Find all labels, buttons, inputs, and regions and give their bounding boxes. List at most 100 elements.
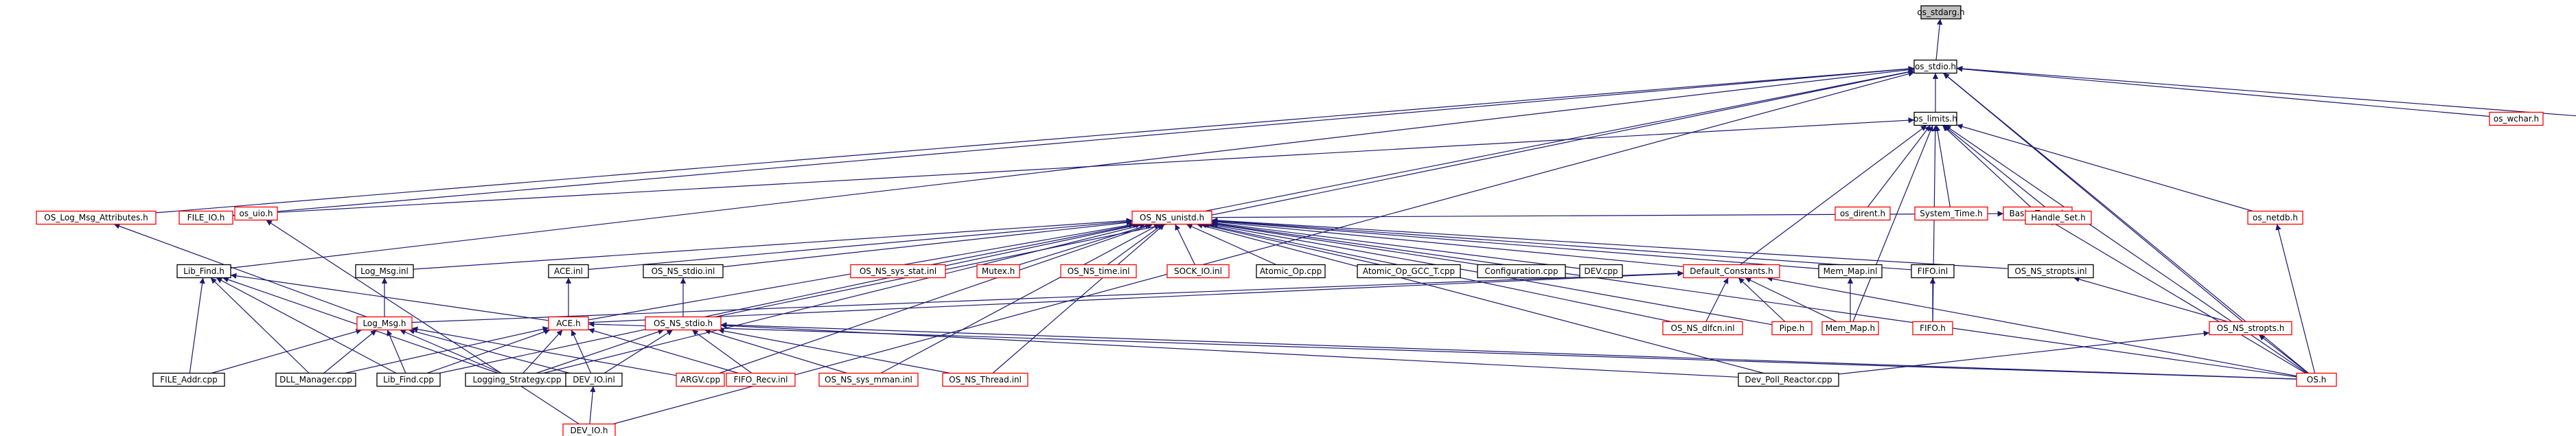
node-label: OS_NS_stdio.h	[654, 319, 713, 328]
edge-os_h-to-os_netdb	[2275, 224, 2316, 374]
node-dev-cpp[interactable]: DEV.cpp	[1579, 264, 1623, 279]
node-mem-map-inl[interactable]: Mem_Map.inl	[1818, 264, 1883, 279]
node-os-uio[interactable]: os_uio.h	[234, 206, 278, 221]
node-label: Mutex.h	[982, 266, 1015, 276]
node-label: Configuration.cpp	[1484, 266, 1558, 276]
node-os-ns-stdio-inl[interactable]: OS_NS_stdio.inl	[643, 264, 724, 279]
node-label: OS.h	[2307, 375, 2326, 385]
node-os-ns-time[interactable]: OS_NS_time.inl	[1060, 264, 1137, 279]
node-handle-set[interactable]: Handle_Set.h	[2025, 210, 2092, 225]
edge-os_ns_thread-to-os_ns_stdio_h	[717, 328, 951, 374]
edge-system_time-to-os_limits	[1934, 125, 1951, 207]
node-os-h[interactable]: OS.h	[2296, 372, 2337, 387]
node-dev-poll-reactor[interactable]: Dev_Poll_Reactor.cpp	[1738, 372, 1839, 387]
edge-read_buffer-to-os_stdio	[1956, 65, 2576, 117]
edge-fifo_recv-to-os_ns_stdio_h	[691, 330, 752, 374]
node-label: Log_Msg.inl	[360, 266, 409, 276]
node-dev-io-h[interactable]: DEV_IO.h	[562, 423, 616, 436]
edge-atomic_op-to-os_ns_unistd	[1186, 223, 1277, 266]
node-os-ns-stropts-h[interactable]: OS_NS_stropts.h	[2209, 321, 2292, 336]
node-box	[1913, 111, 1957, 126]
node-os-wchar[interactable]: os_wchar.h	[2489, 111, 2544, 126]
edge-os_uio-to-os_limits	[277, 117, 1915, 213]
node-log-msg-h[interactable]: Log_Msg.h	[356, 316, 413, 331]
edge-os_wchar-to-os_stdio	[1956, 66, 2490, 117]
node-box	[850, 264, 946, 279]
node-configuration[interactable]: Configuration.cpp	[1477, 264, 1566, 279]
node-label: Lib_Find.cpp	[383, 375, 434, 385]
node-label: Log_Msg.h	[363, 319, 406, 328]
edge-dev_io_inl-to-os_ns_stdio_h	[603, 329, 674, 374]
node-os-ns-stdio-h[interactable]: OS_NS_stdio.h	[645, 316, 722, 331]
node-logging-strategy[interactable]: Logging_Strategy.cpp	[465, 372, 569, 387]
edge-dll_manager-to-lib_find_h	[210, 277, 310, 374]
node-box	[2209, 321, 2292, 336]
node-ace-h[interactable]: ACE.h	[548, 316, 589, 331]
edge-pipe_h-to-default_constants	[1738, 277, 1786, 322]
node-atomic-op-gcc[interactable]: Atomic_Op_GCC_T.cpp	[1357, 264, 1461, 279]
edge-ace_inl-to-os_ns_unistd	[588, 218, 1133, 270]
node-log-msg-inl[interactable]: Log_Msg.inl	[355, 264, 414, 279]
node-lib-find-cpp[interactable]: Lib_Find.cpp	[376, 372, 441, 387]
node-label: OS_NS_time.inl	[1068, 266, 1130, 276]
node-atomic-op[interactable]: Atomic_Op.cpp	[1256, 264, 1326, 279]
node-label: os_stdarg.h	[1917, 8, 1964, 17]
node-file-addr[interactable]: FILE_Addr.cpp	[152, 372, 225, 387]
edge-file_io-to-os_stdio	[232, 66, 1915, 216]
node-fifo-inl[interactable]: FIFO.inl	[1911, 264, 1955, 279]
edge-mem_map_h-to-os_limits	[1852, 125, 1933, 322]
node-os-ns-sys-mman[interactable]: OS_NS_sys_mman.inl	[818, 372, 919, 387]
node-mem-map-h[interactable]: Mem_Map.h	[1821, 321, 1879, 336]
node-os-ns-stropts-inl[interactable]: OS_NS_stropts.inl	[2008, 264, 2094, 279]
node-dll-manager[interactable]: DLL_Manager.cpp	[275, 372, 356, 387]
edge-default_constants-to-os_ns_unistd	[1211, 219, 1684, 267]
node-os-ns-dlfcn[interactable]: OS_NS_dlfcn.inl	[1662, 321, 1743, 336]
node-box	[562, 423, 616, 436]
edge-os_ns_thread-to-os_ns_unistd	[992, 224, 1165, 374]
node-argv-cpp[interactable]: ARGV.cpp	[676, 372, 725, 387]
node-file-io[interactable]: FILE_IO.h	[179, 210, 233, 225]
node-fifo-recv[interactable]: FIFO_Recv.inl	[726, 372, 796, 387]
edge-atomic_op_gcc-to-os_ns_unistd	[1200, 222, 1381, 266]
edge-lib_find_cpp-to-os_ns_unistd	[439, 222, 1142, 374]
node-label: OS_Log_Msg_Attributes.h	[44, 213, 148, 222]
node-lib-find-h[interactable]: Lib_Find.h	[176, 264, 231, 279]
node-os-stdarg[interactable]: os_stdarg.h	[1917, 5, 1965, 20]
node-box	[1166, 264, 1230, 279]
node-fifo-h[interactable]: FIFO.h	[1912, 321, 1953, 336]
node-os-ns-unistd[interactable]: OS_NS_unistd.h	[1131, 210, 1212, 225]
edge-ace_h-to-lib_find_h	[230, 273, 549, 321]
node-box	[2296, 372, 2337, 387]
node-mutex-h[interactable]: Mutex.h	[976, 264, 1020, 279]
node-pipe-h[interactable]: Pipe.h	[1771, 321, 1813, 336]
node-dev-io-inl[interactable]: DEV_IO.inl	[565, 372, 623, 387]
node-system-time[interactable]: System_Time.h	[1914, 206, 1988, 221]
node-os-log-msg-attr[interactable]: OS_Log_Msg_Attributes.h	[36, 210, 157, 225]
edge-fifo_recv-to-ace_h	[588, 328, 739, 374]
node-os-ns-sys-stat[interactable]: OS_NS_sys_stat.inl	[850, 264, 946, 279]
node-box	[275, 372, 356, 387]
node-os-dirent[interactable]: os_dirent.h	[1835, 206, 1891, 221]
edge-ace_h-to-default_constants	[588, 271, 1684, 323]
node-box	[643, 264, 724, 279]
node-os-ns-thread[interactable]: OS_NS_Thread.inl	[942, 372, 1028, 387]
edge-os_stdio-to-os_stdarg	[1935, 19, 1943, 60]
edge-os_ns_sys_mman-to-os_ns_stdio_h	[704, 328, 847, 374]
node-ace-inl[interactable]: ACE.inl	[548, 264, 589, 279]
node-sock-io[interactable]: SOCK_IO.inl	[1166, 264, 1230, 279]
node-box	[152, 372, 225, 387]
node-os-netdb[interactable]: os_netdb.h	[2247, 210, 2303, 225]
edge-dll_manager-to-log_msg_h	[323, 330, 377, 374]
node-os-stdio[interactable]: os_stdio.h	[1913, 59, 1957, 74]
node-default-constants[interactable]: Default_Constants.h	[1683, 264, 1780, 279]
node-box	[1914, 206, 1988, 221]
node-box	[818, 372, 919, 387]
node-box	[36, 210, 157, 225]
edge-dev_poll_reactor-to-os_ns_unistd	[1196, 222, 1764, 374]
edge-lib_find_cpp-to-lib_find_h	[216, 277, 397, 374]
node-box	[1920, 5, 1962, 20]
node-os-limits[interactable]: os_limits.h	[1913, 111, 1957, 126]
node-box	[1477, 264, 1566, 279]
node-box	[2008, 264, 2094, 279]
node-box	[942, 372, 1028, 387]
